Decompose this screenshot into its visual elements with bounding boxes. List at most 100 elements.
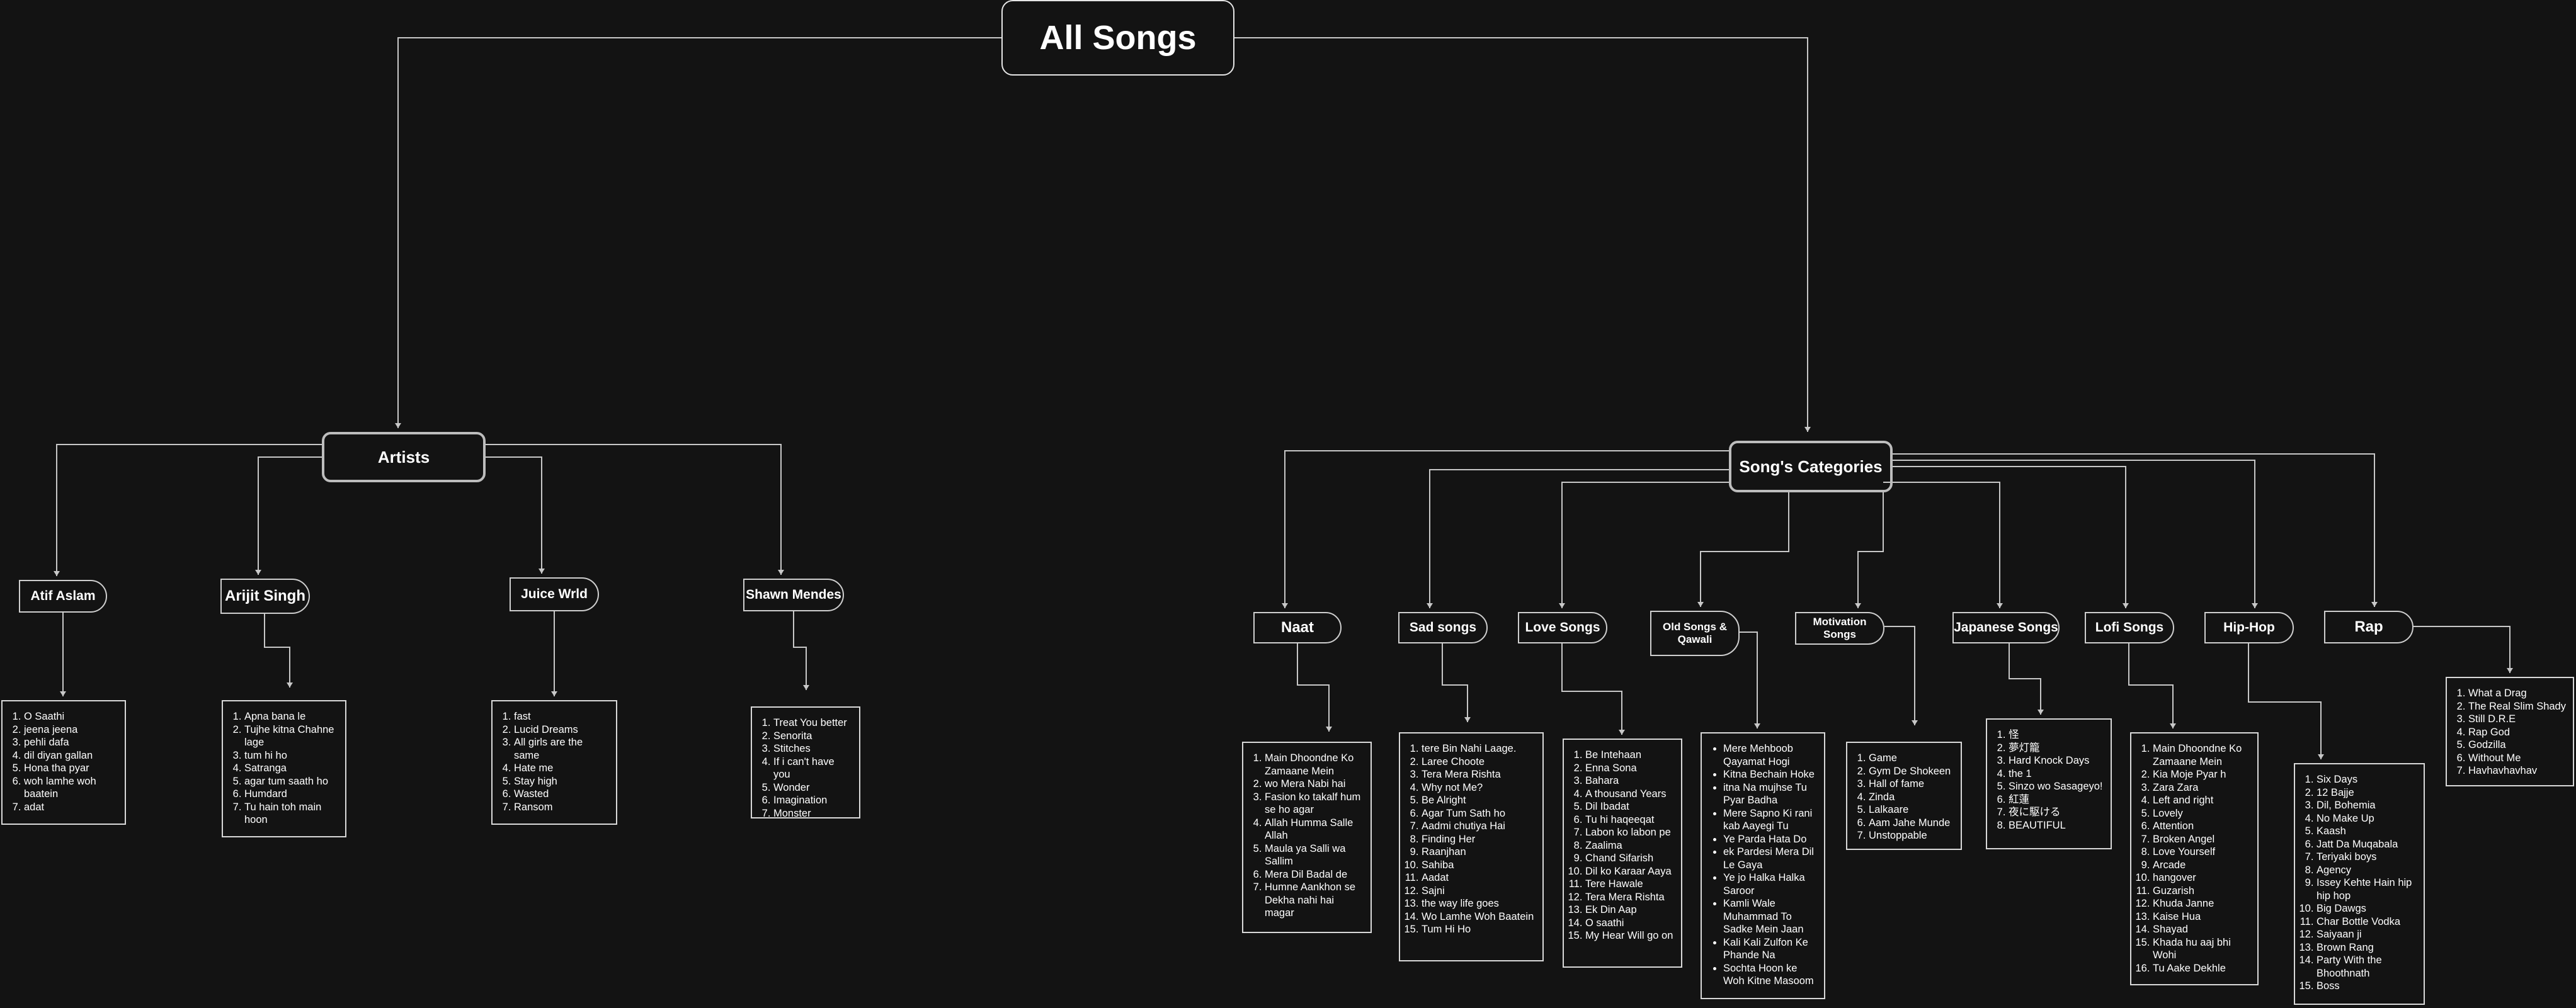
song-item: Guzarish <box>2153 885 2251 898</box>
category-japanese-songs[interactable]: Japanese Songs <box>1952 612 2060 643</box>
connector-line <box>2009 643 2041 715</box>
arrowhead <box>778 570 784 575</box>
arrowhead <box>803 685 809 690</box>
song-item: Sajni <box>1422 885 1536 898</box>
category-old-songs-qawali[interactable]: Old Songs & Qawali <box>1650 611 1740 656</box>
arrowhead <box>1619 730 1625 735</box>
song-item: Sahiba <box>1422 859 1536 872</box>
song-item: Unstoppable <box>1869 829 1954 842</box>
song-item: Sinzo wo Sasageyo! <box>2009 780 2104 793</box>
category-motivation-songs[interactable]: Motivation Songs <box>1795 612 1884 645</box>
song-list-arijit-singh: Apna bana leTujhe kitna Chahne lagetum h… <box>222 700 346 837</box>
artists-title: Artists <box>377 447 430 467</box>
arrowhead <box>1754 723 1760 728</box>
song-item: Party With the Bhoothnath <box>2317 954 2417 980</box>
song-item: Ransom <box>514 801 610 814</box>
song-list-naat: Main Dhoondne Ko Zamaane Meinwo Mera Nab… <box>1242 742 1372 933</box>
connector-line <box>397 37 1001 428</box>
song-item: adat <box>24 801 118 814</box>
song-item: Zinda <box>1869 791 1954 804</box>
song-item: Tu Aake Dekhle <box>2153 962 2251 975</box>
connector-line <box>1700 492 1789 607</box>
arrowhead <box>395 423 401 428</box>
artists-node[interactable]: Artists <box>322 432 486 482</box>
artist-arijit-singh[interactable]: Arijit Singh <box>220 579 310 614</box>
artist-shawn-mendes[interactable]: Shawn Mendes <box>743 579 844 611</box>
song-list-rap: What a DragThe Real Slim ShadyStill D.R.… <box>2446 677 2574 786</box>
arrowhead <box>2252 603 2258 608</box>
song-item: Zara Zara <box>2153 781 2251 795</box>
song-item: Treat You better <box>773 716 853 730</box>
connector-line <box>1857 492 1884 608</box>
connector-line <box>1883 482 2000 608</box>
song-item: Without Me <box>2468 752 2567 765</box>
arrowhead <box>551 691 557 696</box>
arrowhead <box>539 569 545 574</box>
connector-line <box>1893 466 2126 608</box>
song-item: Kaise Hua <box>2153 910 2251 924</box>
connector-line <box>2248 643 2322 759</box>
arrowhead <box>1804 427 1811 432</box>
song-item: Monster <box>773 807 853 818</box>
category-hip-hop[interactable]: Hip-Hop <box>2204 612 2294 643</box>
song-item: Khuda Janne <box>2153 897 2251 910</box>
song-item: Wonder <box>773 781 853 795</box>
category-sad-songs[interactable]: Sad songs <box>1398 612 1488 643</box>
connector-line <box>1884 626 1915 725</box>
song-item: Raanjhan <box>1422 846 1536 859</box>
artist-atif-aslam[interactable]: Atif Aslam <box>19 580 107 613</box>
song-item: Finding Her <box>1422 833 1536 846</box>
song-item: Kitna Bechain Hoke <box>1723 768 1818 781</box>
category-love-songs[interactable]: Love Songs <box>1518 612 1607 643</box>
song-item: itna Na mujhse Tu Pyar Badha <box>1723 781 1818 807</box>
song-item: Zaalima <box>1585 839 1675 852</box>
song-item: Kaash <box>2317 825 2417 838</box>
arrowhead <box>1912 720 1918 725</box>
song-item: 夢灯籠 <box>2009 742 2104 755</box>
song-item: Fasion ko takalf hum se ho agar <box>1265 791 1364 817</box>
song-item: Bahara <box>1585 774 1675 788</box>
artist-juice-wrld[interactable]: Juice Wrld <box>510 577 599 611</box>
song-item: Tera Mera Rishta <box>1585 891 1675 904</box>
song-item: 夜に駆ける <box>2009 806 2104 819</box>
song-item: tere Bin Nahi Laage. <box>1422 742 1536 756</box>
categories-node[interactable]: Song's Categories <box>1729 441 1893 492</box>
connector-line <box>56 444 322 576</box>
song-item: No Make Up <box>2317 812 2417 825</box>
song-item: fast <box>514 710 610 723</box>
arrowhead <box>1855 603 1861 608</box>
connector-line <box>1561 482 1729 608</box>
song-item: pehli dafa <box>24 736 118 749</box>
connector-line <box>1234 37 1808 432</box>
song-item: Lucid Dreams <box>514 723 610 737</box>
song-item: Tujhe kitna Chahne lage <box>244 723 339 749</box>
arrowhead <box>54 571 60 576</box>
song-item: Tere Hawale <box>1585 878 1675 891</box>
category-lofi-songs[interactable]: Lofi Songs <box>2085 612 2174 643</box>
song-item: Stay high <box>514 775 610 788</box>
song-item: Tum Hi Ho <box>1422 923 1536 936</box>
song-item: woh lamhe woh baatein <box>24 775 118 801</box>
song-item: Love Yourself <box>2153 846 2251 859</box>
arrowhead <box>2507 668 2513 673</box>
song-item: Attention <box>2153 820 2251 833</box>
song-item: Allah Humma Salle Allah <box>1265 817 1364 842</box>
song-item: the 1 <box>2009 767 2104 781</box>
category-naat[interactable]: Naat <box>1253 612 1342 643</box>
song-item: Gym De Shokeen <box>1869 765 1954 778</box>
song-item: tum hi ho <box>244 749 339 762</box>
song-item: Labon ko labon pe <box>1585 826 1675 839</box>
song-item: Rap God <box>2468 726 2567 739</box>
song-item: O saathi <box>1585 917 1675 930</box>
category-rap[interactable]: Rap <box>2324 611 2414 643</box>
song-list-hip-hop: Six Days12 BajjeDil, BohemiaNo Make UpKa… <box>2294 763 2425 1005</box>
song-item: Hona tha pyar <box>24 762 118 775</box>
song-item: Mere Mehboob Qayamat Hogi <box>1723 742 1818 768</box>
root-node[interactable]: All Songs <box>1001 0 1234 76</box>
song-item: Brown Rang <box>2317 941 2417 954</box>
song-item: Main Dhoondne Ko Zamaane Mein <box>1265 752 1364 778</box>
song-item: wo Mera Nabi hai <box>1265 778 1364 791</box>
song-item: Why not Me? <box>1422 781 1536 795</box>
connector-line <box>258 456 322 575</box>
connector-line <box>486 444 782 575</box>
